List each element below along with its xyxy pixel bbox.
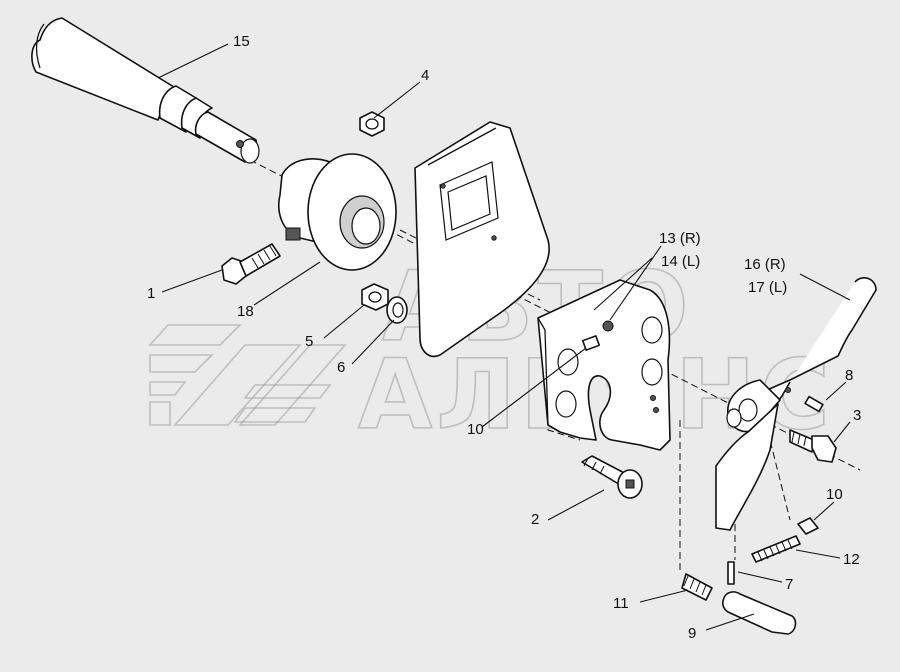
callout-8: 8: [845, 367, 853, 384]
callout-9: 9: [688, 625, 696, 642]
part-6-washer: [386, 296, 408, 324]
callout-18: 18: [237, 303, 254, 320]
watermark-logo: [148, 324, 347, 426]
callouts: 15 4 1 18 5 6 10 13 (R) 14 (L) 16 (R) 17…: [147, 33, 861, 642]
callout-1: 1: [147, 285, 155, 302]
part-7-roll-pin: [727, 561, 735, 585]
part-5-nut: [361, 283, 389, 311]
callout-11: 11: [613, 595, 629, 612]
callout-10-lower: 10: [826, 486, 843, 503]
part-10-pin-upper: [581, 335, 601, 351]
part-18-hub: [278, 153, 397, 271]
callout-4: 4: [421, 67, 429, 84]
part-10-pin-lower: [797, 517, 819, 535]
part-11-spring: [681, 573, 713, 601]
callout-13: 13 (R): [659, 230, 701, 247]
part-8-pin: [804, 395, 824, 413]
callout-10-upper: 10: [467, 421, 484, 438]
part-3-bolt: [789, 429, 837, 463]
callout-16: 16 (R): [744, 256, 786, 273]
part-2-bolt: [581, 455, 643, 499]
callout-2: 2: [531, 511, 539, 528]
part-4-nut: [359, 111, 385, 137]
part-16-17-lever: [715, 277, 877, 531]
part-12-spring: [751, 535, 801, 563]
callout-6: 6: [337, 359, 345, 376]
callout-17: 17 (L): [748, 279, 787, 296]
callout-7: 7: [785, 576, 793, 593]
callout-12: 12: [843, 551, 860, 568]
leader-lines: [157, 43, 851, 631]
part-1-bolt: [221, 243, 281, 285]
callout-14: 14 (L): [661, 253, 700, 270]
callout-5: 5: [305, 333, 313, 350]
callout-3: 3: [853, 407, 861, 424]
callout-15: 15: [233, 33, 250, 50]
part-13-14-bracket: [537, 279, 671, 451]
part-9-pin: [722, 591, 797, 635]
part-15-handle: [31, 17, 260, 164]
mounting-plate: [414, 121, 550, 357]
